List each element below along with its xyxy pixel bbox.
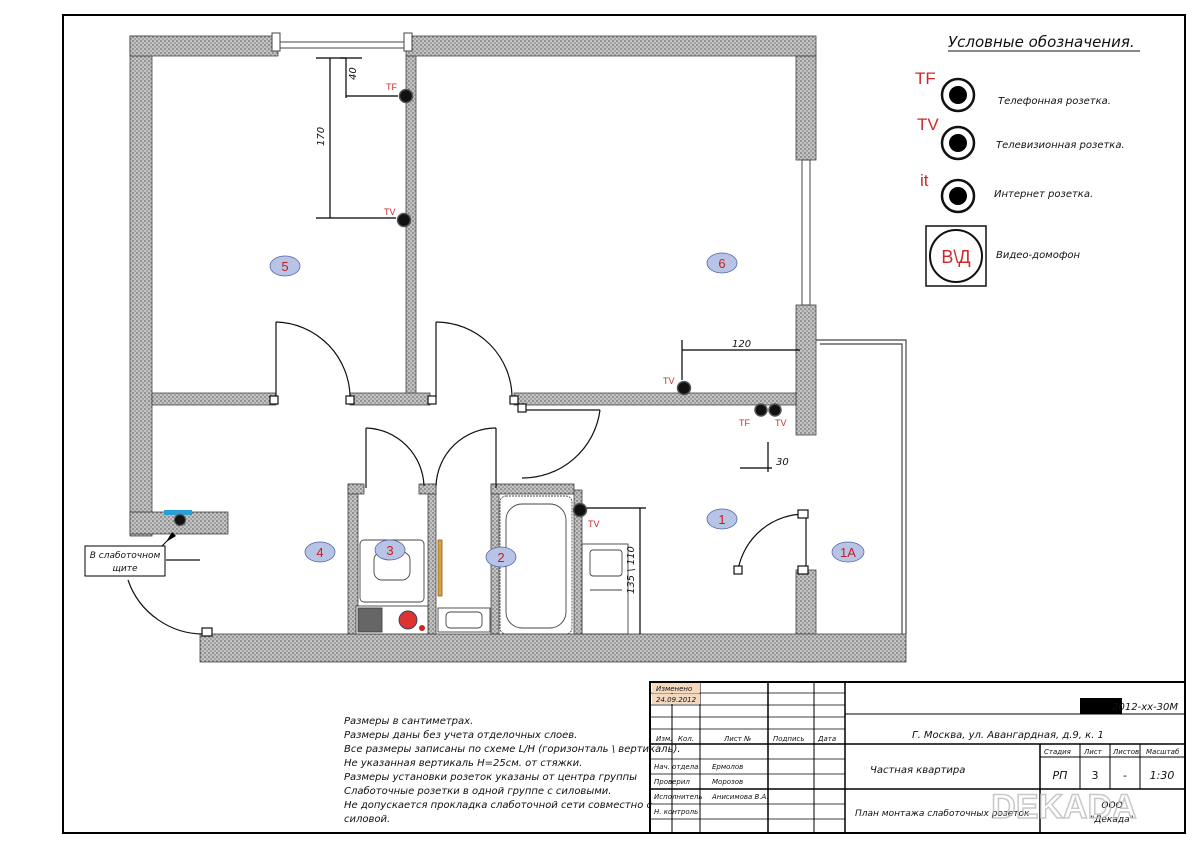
note-line: Все размеры записаны по схеме L/H (гориз…	[344, 744, 681, 755]
tb-name: Ермолов	[712, 763, 743, 771]
title-block-main: 2012-хх-30М Г. Москва, ул. Авангардная, …	[855, 702, 1178, 825]
tb-role: Проверил	[654, 778, 690, 786]
note-line: Размеры даны без учета отделочных слоев.	[344, 729, 577, 741]
tb-role: Нач. отдела	[654, 763, 698, 771]
dimension-lines	[316, 57, 800, 634]
tb-org2: "Декада"	[1090, 815, 1134, 825]
callout-line2: щите	[112, 564, 138, 574]
tb-name: Морозов	[712, 778, 743, 786]
room-4-label: 4	[316, 545, 323, 560]
fixtures	[355, 495, 629, 635]
tb-role: Исполнитель	[654, 793, 703, 801]
legend-vd-label: Видео-домофон	[996, 250, 1081, 261]
note-line: силовой.	[344, 814, 390, 825]
tb-hdr-stage: Стадия	[1044, 748, 1071, 756]
tb-date: 24.09.2012	[656, 696, 697, 704]
notes: Размеры в сантиметрах. Размеры даны без …	[344, 716, 681, 825]
tv-outlet-room6	[676, 380, 692, 396]
title-block	[649, 681, 1186, 834]
tb-org: ООО	[1101, 801, 1122, 811]
dekada-watermark: DEKADA	[991, 788, 1136, 826]
doors	[127, 321, 809, 637]
room-6-label: 6	[718, 256, 725, 271]
title-block-text: Изменено 24.09.2012 Изм. Кол. Лист № Под…	[654, 685, 1180, 816]
outlets	[159, 88, 782, 549]
tv-outlet-room5	[396, 212, 412, 228]
dim-120: 120	[732, 339, 751, 350]
room-2-label: 2	[497, 550, 504, 565]
tf-outlet-room5	[398, 88, 414, 104]
label-tf-hall: TF	[739, 418, 750, 428]
note-line: Размеры установки розеток указаны от цен…	[344, 772, 637, 783]
note-line: Не допускается прокладка слаботочной сет…	[344, 799, 653, 811]
tb-changed: Изменено	[656, 685, 692, 693]
panel-callout: В слаботочном щите	[84, 545, 166, 577]
room-labels: 5 6 4 3 2 1 1A	[269, 252, 865, 568]
label-tv-kitchen: TV	[588, 519, 600, 529]
panel-outlet-icon	[173, 513, 187, 527]
tb-hdr-data: Дата	[817, 735, 836, 743]
dim-40: 40	[348, 67, 359, 80]
room-5-label: 5	[281, 259, 288, 274]
label-tf-room5: TF	[386, 82, 397, 92]
windows	[271, 32, 811, 306]
tb-sheet-title: План монтажа слаботочных розеток	[855, 809, 1030, 819]
drawing-frame	[62, 14, 1186, 834]
dimension-texts: 40 170 120 30 135 \ 110	[316, 67, 789, 594]
label-tv-room5: TV	[384, 207, 396, 217]
tb-role: Н. контроль	[654, 808, 698, 816]
tb-hdr-scale: Масштаб	[1146, 748, 1180, 756]
tb-sheets: -	[1123, 769, 1127, 782]
dim-170: 170	[316, 127, 327, 146]
lowcurrent-panel	[164, 510, 192, 515]
legend-it-code: it	[920, 171, 929, 190]
balcony	[816, 339, 907, 634]
room-1a-label: 1A	[840, 545, 856, 560]
label-tv-room6: TV	[663, 376, 675, 386]
tb-sheet: 3	[1092, 769, 1099, 782]
note-line: Не указанная вертикаль H=25см. от стяжки…	[344, 758, 582, 769]
legend-tf-label: Телефонная розетка.	[998, 96, 1111, 107]
legend: Условные обозначения. TF Телефонная розе…	[915, 33, 1140, 287]
legend-tv-code: TV	[917, 115, 939, 134]
walls	[129, 35, 907, 663]
legend-tv-label: Телевизионная розетка.	[996, 140, 1125, 151]
note-line: Размеры в сантиметрах.	[344, 716, 473, 727]
tb-object: Частная квартира	[870, 765, 965, 776]
callout-line1: В слаботочном	[90, 551, 161, 561]
tb-project-code: 2012-хх-30М	[1112, 702, 1178, 713]
legend-tf-code: TF	[915, 69, 936, 88]
tv-outlet-kitchen	[572, 502, 588, 518]
tb-address: Г. Москва, ул. Авангардная, д.9, к. 1	[912, 730, 1104, 741]
dim-135-110: 135 \ 110	[626, 546, 637, 594]
tb-hdr-list: Лист №	[723, 735, 751, 743]
note-line: Слаботочные розетки в одной группе с сил…	[344, 785, 611, 797]
tb-stage: РП	[1053, 769, 1068, 782]
legend-vd-code: В\Д	[941, 247, 970, 267]
tb-name: Анисимова В.А.	[711, 793, 769, 801]
legend-title: Условные обозначения.	[948, 33, 1135, 51]
tb-hdr-kol: Кол.	[678, 735, 694, 743]
dim-30: 30	[776, 457, 789, 468]
label-tv-hall: TV	[775, 418, 787, 428]
tb-hdr-izm: Изм.	[656, 735, 672, 743]
redacted-block	[1080, 698, 1122, 714]
legend-it-label: Интернет розетка.	[994, 189, 1093, 200]
tb-hdr-podpis: Подпись	[773, 735, 805, 743]
tb-hdr-sheets: Листов	[1112, 748, 1139, 756]
tf-outlet-hall	[754, 403, 768, 417]
room-3-label: 3	[386, 543, 393, 558]
outlet-labels: TF TV TV TF TV TV	[384, 82, 787, 529]
tv-outlet-hall	[768, 403, 782, 417]
tb-hdr-sheet: Лист	[1083, 748, 1103, 756]
room-1-label: 1	[718, 512, 725, 527]
tb-scale: 1:30	[1150, 769, 1175, 782]
